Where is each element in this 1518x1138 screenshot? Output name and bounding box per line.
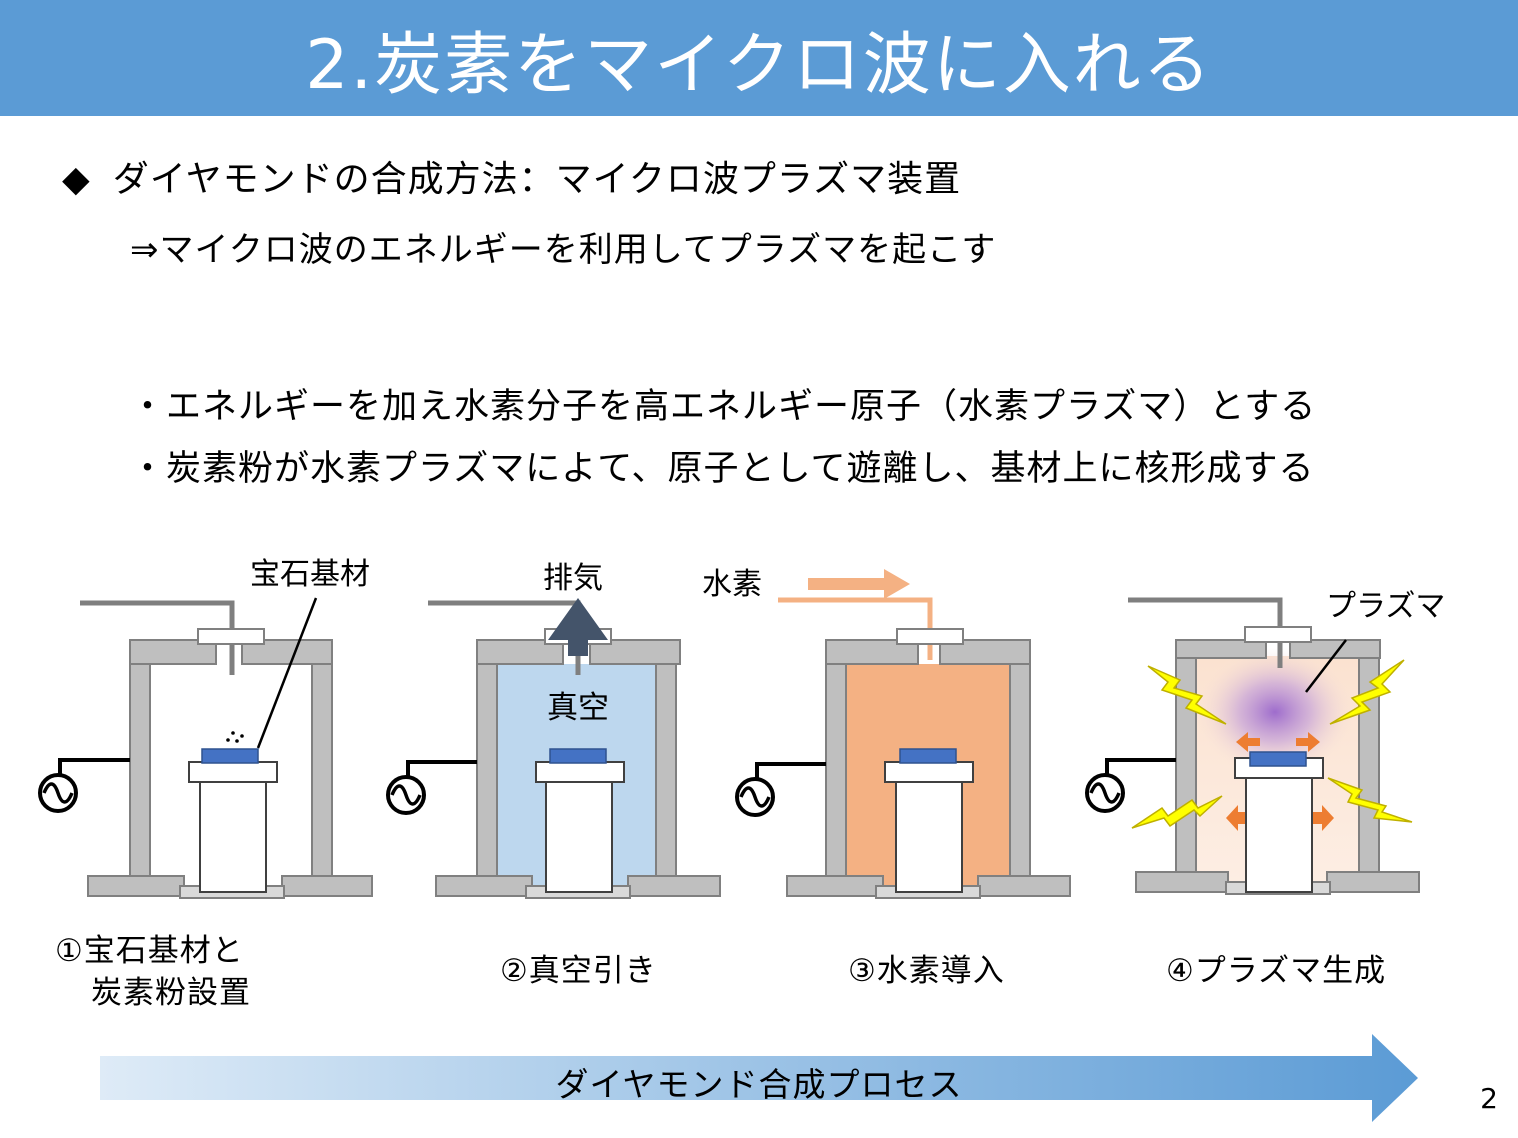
power-cable: [755, 762, 826, 780]
process-label: ダイヤモンド合成プロセス: [555, 1065, 963, 1104]
vacuum-label: 真空: [547, 690, 609, 726]
process-arrow-icon: [100, 1034, 1418, 1122]
base-right: [281, 875, 373, 897]
lid-port: [1244, 626, 1312, 643]
lightning-icon: [1329, 659, 1405, 725]
stage-pillar: [1245, 775, 1313, 893]
callout-gem-substrate: 宝石基材: [250, 557, 370, 592]
chamber-wall-right: [1009, 663, 1031, 879]
base-left: [87, 875, 185, 897]
ac-source-icon: [735, 777, 775, 817]
bullet-item: ・エネルギーを加え水素分子を高エネルギー原子（水素プラズマ）とする: [130, 387, 1317, 427]
gem-substrate: [549, 748, 607, 764]
orange-arrow-icon: [1236, 732, 1260, 752]
exhaust-arrow-icon: [548, 598, 608, 656]
stage-pillar: [895, 779, 963, 893]
power-cable: [1105, 758, 1176, 776]
caption-line: 炭素粉設置: [91, 975, 251, 1011]
chamber-wall-right: [311, 663, 333, 879]
chamber-wall-left: [825, 663, 847, 879]
ac-source-icon: [38, 773, 78, 813]
ac-source-icon: [1085, 773, 1125, 813]
gas-pipe: [1128, 597, 1283, 668]
carbon-powder: [226, 738, 230, 742]
bullet-item: ・炭素粉が水素プラズマによて、原子として遊離し、基材上に核形成する: [130, 449, 1315, 489]
stage-top: [535, 761, 625, 783]
chamber-step-3: 水素: [702, 567, 1071, 899]
carbon-powder: [235, 739, 239, 743]
orange-arrow-icon: [1300, 805, 1334, 831]
chamber-lid-right: [1289, 639, 1381, 659]
stage-pillar: [545, 779, 613, 893]
gem-substrate: [1249, 751, 1307, 767]
step-caption-4: ④プラズマ生成: [1166, 953, 1387, 989]
carbon-powder: [231, 731, 235, 735]
base-right: [977, 875, 1071, 897]
lid-port: [896, 628, 964, 645]
title-bar: 2.炭素をマイクロ波に入れる: [0, 0, 1518, 116]
chamber-wall-left: [129, 663, 151, 879]
callout-exhaust: 排気: [543, 561, 603, 596]
power-cable: [406, 760, 477, 778]
chamber-step-4: プラズマ: [1085, 589, 1445, 895]
caption-line: ①宝石基材と: [55, 933, 244, 969]
chamber-wall-left: [476, 663, 498, 879]
page-title: 2.炭素をマイクロ波に入れる: [305, 25, 1213, 105]
power-cable: [58, 758, 130, 776]
orange-arrow-icon: [1226, 805, 1260, 831]
callout-plasma: プラズマ: [1326, 589, 1445, 624]
step-caption-1: ①宝石基材と 炭素粉設置: [55, 930, 315, 1014]
step-caption-2: ②真空引き: [500, 953, 657, 989]
base-left: [1135, 871, 1229, 893]
page-number: 2: [1480, 1082, 1498, 1115]
lightning-icon: [1147, 665, 1227, 725]
callout-hydrogen: 水素: [702, 567, 762, 602]
chamber-lid-left: [1175, 639, 1267, 659]
callout-line: [256, 597, 318, 749]
ac-source-icon: [386, 775, 426, 815]
lightning-icon: [1131, 795, 1223, 829]
stage-top: [188, 761, 278, 783]
base-right: [627, 875, 721, 897]
orange-arrow-icon: [1296, 732, 1320, 752]
stage-pillar: [199, 779, 267, 893]
hydrogen-arrow-icon: [808, 569, 910, 599]
gem-substrate: [201, 748, 259, 764]
chamber-wall-right: [655, 663, 677, 879]
lightning-icon: [1327, 777, 1413, 823]
method-text: ダイヤモンドの合成方法：マイクロ波プラズマ装置: [112, 159, 962, 200]
method-line: ◆ ダイヤモンドの合成方法：マイクロ波プラズマ装置: [62, 150, 961, 202]
chamber-step-1: 宝石基材: [38, 557, 373, 899]
gas-pipe: [80, 600, 235, 675]
step-caption-3: ③水素導入: [848, 953, 1005, 989]
diamond-bullet-icon: ◆: [62, 159, 91, 200]
carbon-powder: [240, 734, 244, 738]
chamber-step-2: 排気 真空: [386, 561, 721, 899]
explanation-text: ⇒マイクロ波のエネルギーを利用してプラズマを起こす: [130, 230, 997, 270]
lid-port: [197, 628, 265, 645]
stage-top: [884, 761, 974, 783]
base-left: [786, 875, 884, 897]
callout-line: [1305, 639, 1347, 693]
base-right: [1326, 871, 1420, 893]
gem-substrate: [899, 748, 957, 764]
base-left: [435, 875, 533, 897]
